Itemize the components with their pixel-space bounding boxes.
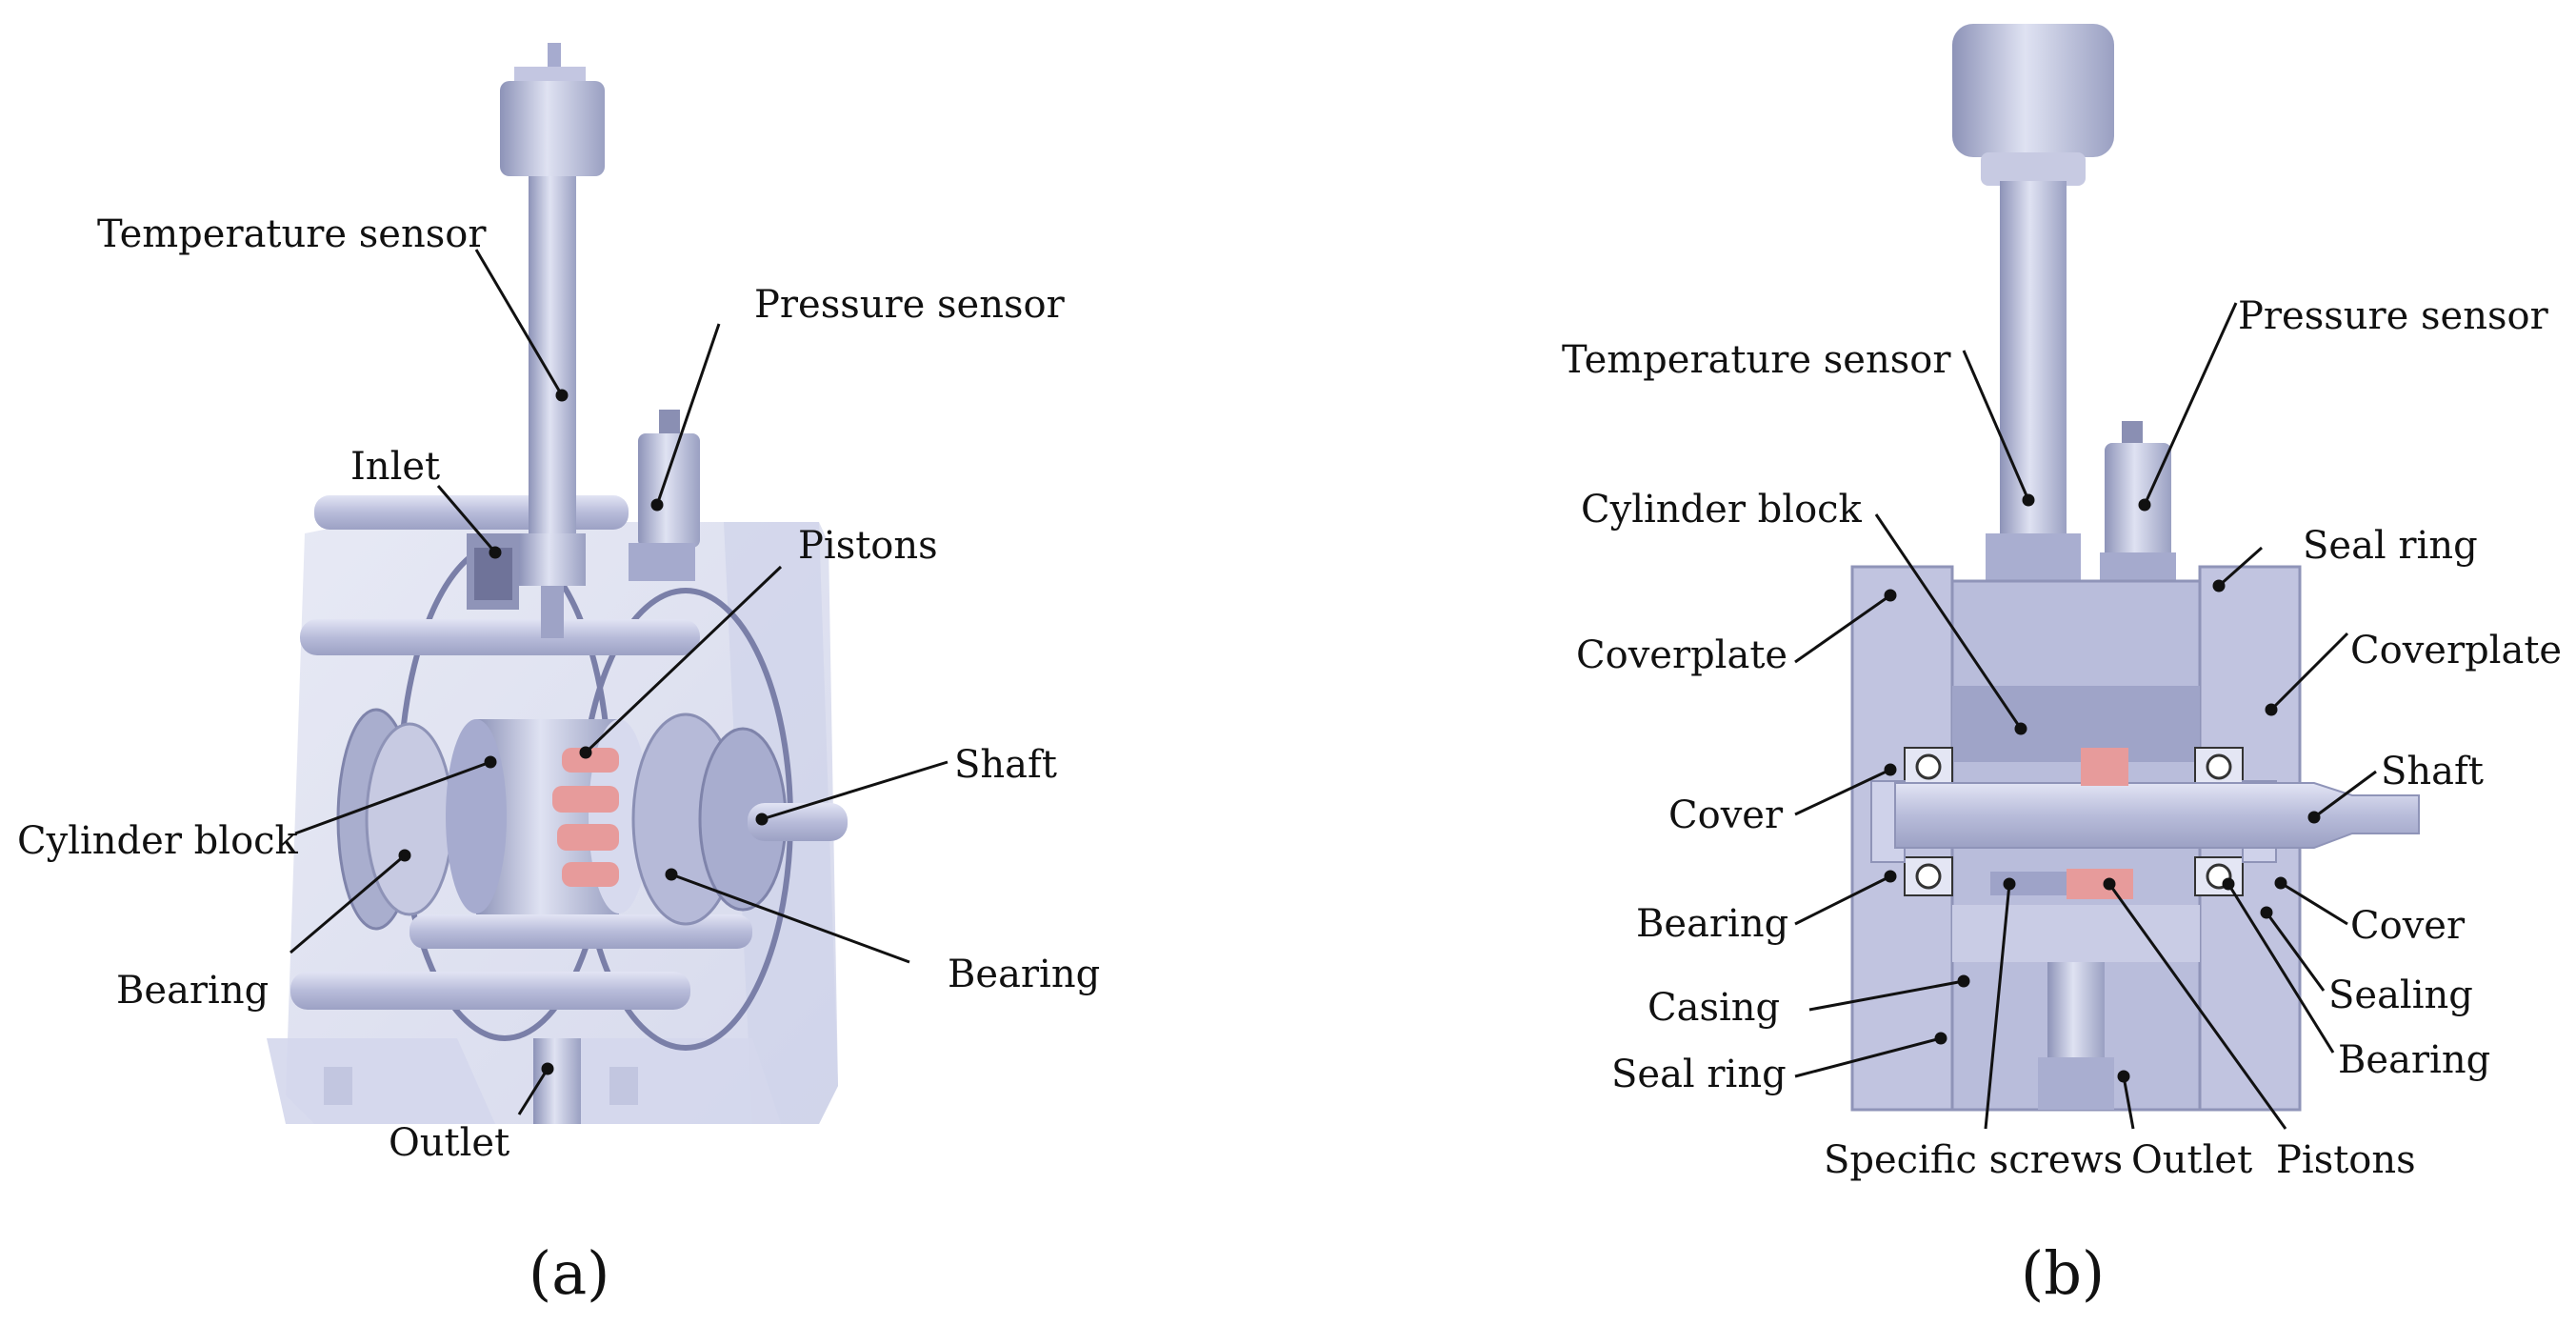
label-b-pistons: Pistons (2276, 1138, 2416, 1182)
label-a-shaft: Shaft (954, 743, 1057, 787)
caption-b: (b) (2021, 1238, 2106, 1308)
label-b-cover-right: Cover (2350, 904, 2466, 948)
label-a-outlet: Outlet (389, 1121, 510, 1165)
panel-b-illustration (1794, 24, 2420, 1130)
label-b-sealing: Sealing (2328, 974, 2473, 1017)
label-b-seal-ring-top: Seal ring (2303, 524, 2478, 568)
label-b-cylinder-block: Cylinder block (1581, 488, 1862, 532)
label-b-pressure-sensor: Pressure sensor (2238, 294, 2548, 338)
label-b-cover-left: Cover (1668, 793, 1784, 837)
label-a-pressure-sensor: Pressure sensor (754, 283, 1065, 327)
label-a-inlet: Inlet (350, 445, 441, 489)
label-b-seal-ring-bottom: Seal ring (1611, 1053, 1787, 1096)
panel-a-illustration (267, 43, 949, 1124)
label-b-casing: Casing (1647, 986, 1781, 1030)
caption-a: (a) (529, 1238, 610, 1308)
label-b-temperature-sensor: Temperature sensor (1562, 338, 1951, 382)
label-b-shaft: Shaft (2381, 750, 2484, 793)
label-b-coverplate-left: Coverplate (1576, 633, 1788, 677)
label-b-specific-screws: Specific screws (1824, 1138, 2124, 1182)
label-b-bearing-left: Bearing (1636, 902, 1789, 946)
label-a-temperature-sensor: Temperature sensor (97, 212, 487, 256)
label-a-bearing-left: Bearing (116, 969, 270, 1013)
label-a-cylinder-block: Cylinder block (17, 819, 298, 863)
label-a-pistons: Pistons (798, 524, 938, 568)
label-b-outlet: Outlet (2131, 1138, 2253, 1182)
label-b-coverplate-right: Coverplate (2350, 629, 2563, 673)
label-a-bearing-right: Bearing (948, 953, 1101, 996)
label-b-bearing-right: Bearing (2338, 1038, 2491, 1082)
